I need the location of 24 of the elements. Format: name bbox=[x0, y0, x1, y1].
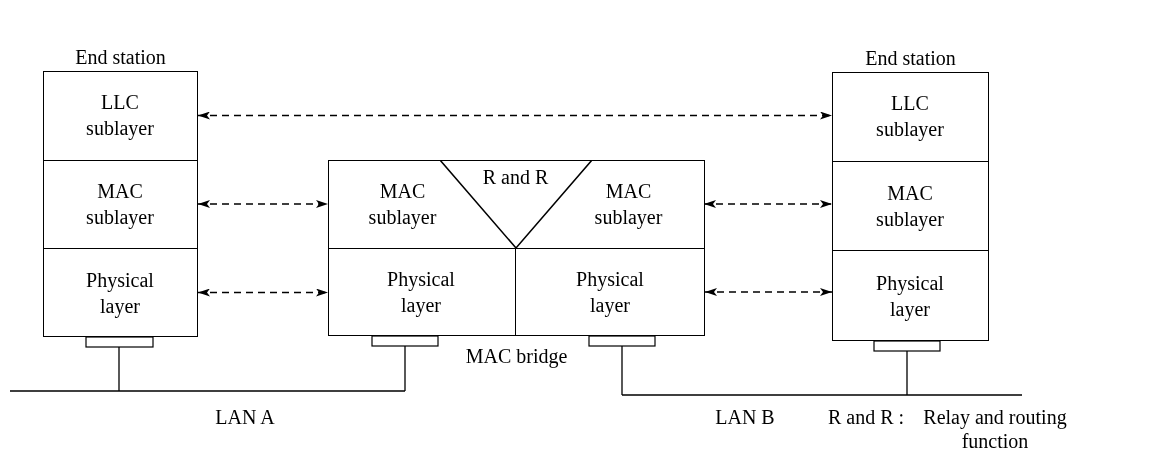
layer-name: MAC sublayer bbox=[593, 178, 664, 230]
layer-name: MAC sublayer bbox=[85, 179, 155, 230]
station-heading: End station bbox=[864, 46, 957, 71]
network-label: LAN B bbox=[714, 405, 776, 429]
layer-name: LLC sublayer bbox=[875, 91, 945, 142]
layer-name: Physical layer bbox=[575, 267, 645, 318]
dashed-arrow bbox=[197, 200, 329, 208]
station-heading: End station bbox=[74, 45, 167, 70]
layer-name: Physical layer bbox=[85, 267, 155, 319]
dashed-arrow bbox=[197, 111, 833, 120]
layer-name: LLC sublayer bbox=[85, 90, 155, 141]
layer-name: MAC sublayer bbox=[875, 180, 945, 232]
dashed-arrow bbox=[197, 288, 329, 297]
dashed-arrow bbox=[704, 288, 833, 296]
layer-name: MAC sublayer bbox=[367, 178, 438, 230]
network-label: LAN A bbox=[214, 405, 276, 429]
dashed-arrow bbox=[703, 200, 833, 208]
legend-description: Relay and routing function bbox=[922, 405, 1068, 453]
layer-name: Physical layer bbox=[386, 267, 456, 318]
layer-name: Physical layer bbox=[875, 270, 945, 322]
station-heading: MAC bridge bbox=[464, 344, 569, 369]
layer-box bbox=[514, 247, 705, 336]
relay-label: R and R bbox=[482, 164, 549, 190]
legend-abbreviation: R and R : bbox=[828, 405, 906, 429]
